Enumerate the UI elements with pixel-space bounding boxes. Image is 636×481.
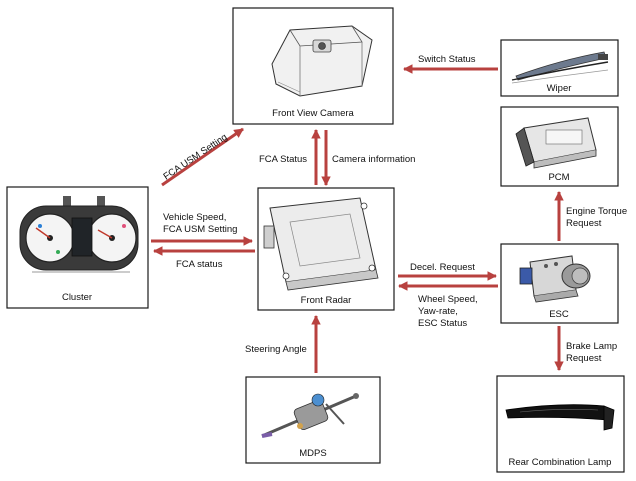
signal-steering-angle: Steering Angle	[245, 344, 307, 355]
rear-combination-lamp-box: Rear Combination Lamp	[496, 375, 625, 473]
pcm-box: PCM	[500, 106, 619, 187]
front-radar-image	[263, 197, 379, 291]
rear-combination-lamp-image	[505, 404, 615, 431]
pcm-label: PCM	[548, 172, 569, 183]
signal-vehicle-speed-line2: FCA USM Setting	[163, 224, 237, 235]
pcm-image	[515, 117, 597, 169]
mdps-box: MDPS	[245, 376, 381, 464]
front-radar-box: Front Radar	[257, 187, 395, 311]
cluster-box: Cluster	[6, 186, 149, 309]
arrow-cluster-to-camera	[161, 127, 244, 187]
signal-wheel-speed-line1: Wheel Speed,	[418, 294, 478, 305]
esc-box: ESC	[500, 243, 619, 324]
front-view-camera-box: Front View Camera	[232, 7, 394, 125]
esc-label: ESC	[549, 309, 569, 320]
signal-wheel-speed-line3: ESC Status	[418, 318, 467, 329]
wiper-label: Wiper	[547, 83, 572, 94]
signal-engine-torque-line1: Engine Torque	[566, 206, 627, 217]
signal-vehicle-speed-line1: Vehicle Speed,	[163, 212, 226, 223]
signal-switch-status: Switch Status	[418, 54, 476, 65]
signal-fca-status-up: FCA Status	[259, 154, 307, 165]
rear-combination-lamp-label: Rear Combination Lamp	[509, 457, 612, 468]
signal-brake-lamp-line2: Request	[566, 353, 602, 364]
signal-engine-torque-line2: Request	[566, 218, 602, 229]
wiper-box: Wiper	[500, 39, 619, 97]
cluster-image	[19, 196, 139, 273]
signal-decel-request: Decel. Request	[410, 262, 475, 273]
signal-fca-status-left: FCA status	[176, 259, 223, 270]
front-view-camera-label: Front View Camera	[272, 108, 354, 119]
mdps-label: MDPS	[299, 448, 326, 459]
front-radar-label: Front Radar	[301, 295, 352, 306]
signal-wheel-speed-line2: Yaw-rate,	[418, 306, 458, 317]
front-view-camera-image	[271, 25, 373, 97]
signal-brake-lamp-line1: Brake Lamp	[566, 341, 617, 352]
signal-camera-information: Camera information	[332, 154, 415, 165]
esc-image	[519, 255, 591, 303]
wiper-image	[511, 51, 609, 84]
signal-fca-usm-setting: FCA USM Setting	[162, 132, 230, 183]
cluster-label: Cluster	[62, 292, 92, 303]
mdps-image	[261, 393, 359, 438]
